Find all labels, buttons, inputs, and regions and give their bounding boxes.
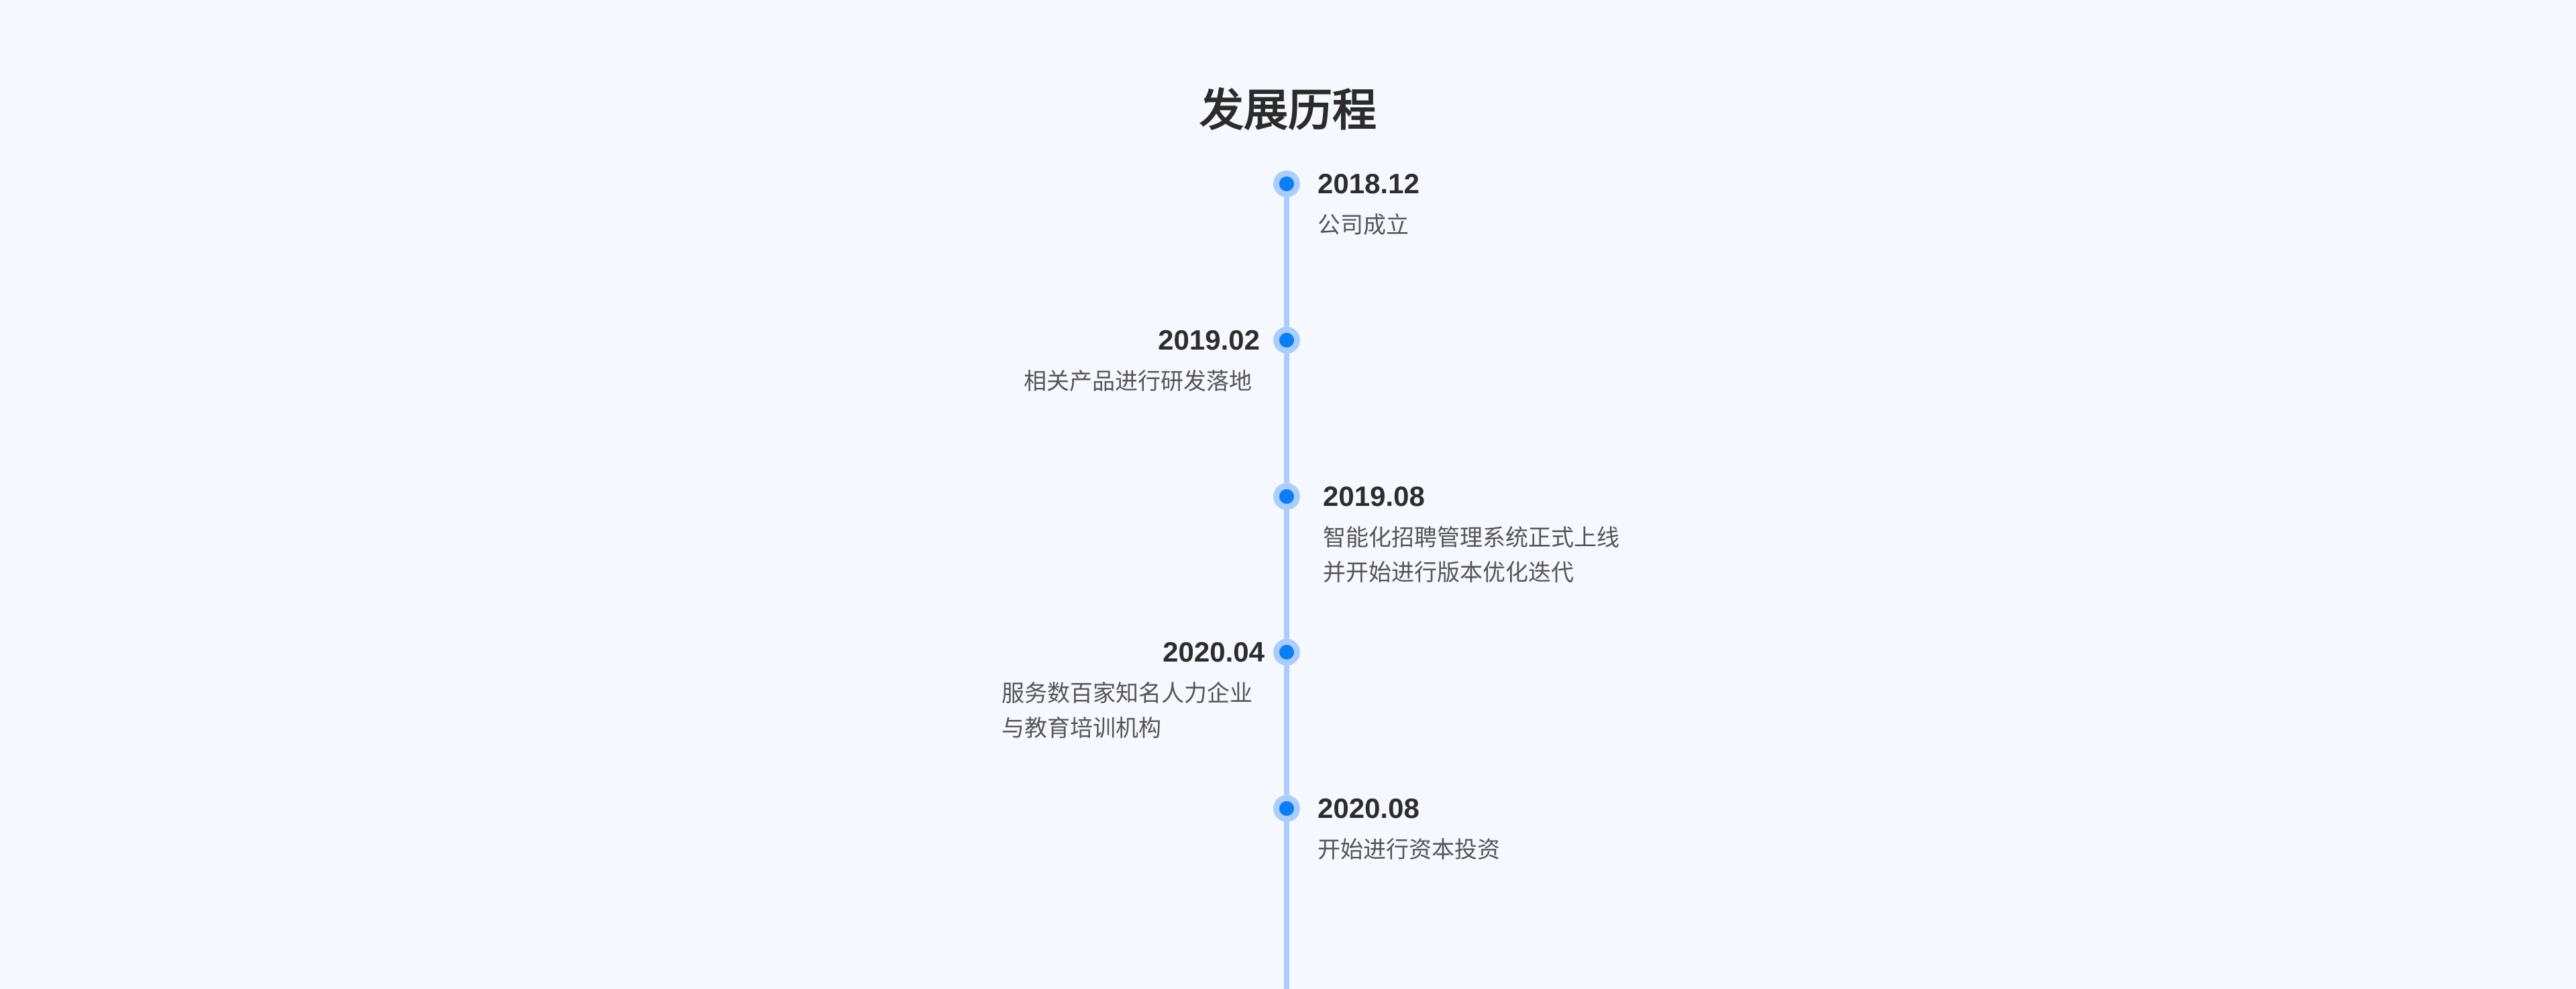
event-description: 开始进行资本投资: [1318, 837, 1500, 863]
timeline-event: 2019.02 相关产品进行研发落地: [1024, 324, 1260, 399]
timeline-event: 2020.04 服务数百家知名人力企业 与教育培训机构: [1002, 636, 1265, 746]
timeline-event: 2020.08 开始进行资本投资: [1318, 792, 1500, 868]
timeline-event: 2018.12 公司成立: [1318, 168, 1419, 243]
event-description: 智能化招聘管理系统正式上线 并开始进行版本优化迭代: [1323, 525, 1619, 586]
event-description: 相关产品进行研发落地: [1024, 369, 1252, 395]
event-date: 2019.08: [1323, 480, 1425, 512]
event-description: 服务数百家知名人力企业 与教育培训机构: [1002, 681, 1252, 741]
timeline-dot-icon: [1273, 639, 1300, 666]
timeline-dot-icon: [1273, 795, 1300, 822]
event-date: 2020.04: [1163, 636, 1265, 668]
page-title: 发展历程: [1199, 85, 1377, 135]
timeline-dot-icon: [1273, 327, 1300, 354]
event-date: 2020.08: [1318, 792, 1419, 824]
timeline-dot-icon: [1273, 483, 1300, 510]
timeline-dot-icon: [1273, 170, 1300, 197]
timeline-event: 2019.08 智能化招聘管理系统正式上线 并开始进行版本优化迭代: [1323, 480, 1619, 590]
timeline-line: [1284, 184, 1289, 989]
event-description: 公司成立: [1318, 213, 1409, 238]
event-date: 2018.12: [1318, 168, 1419, 199]
event-date: 2019.02: [1158, 324, 1260, 356]
